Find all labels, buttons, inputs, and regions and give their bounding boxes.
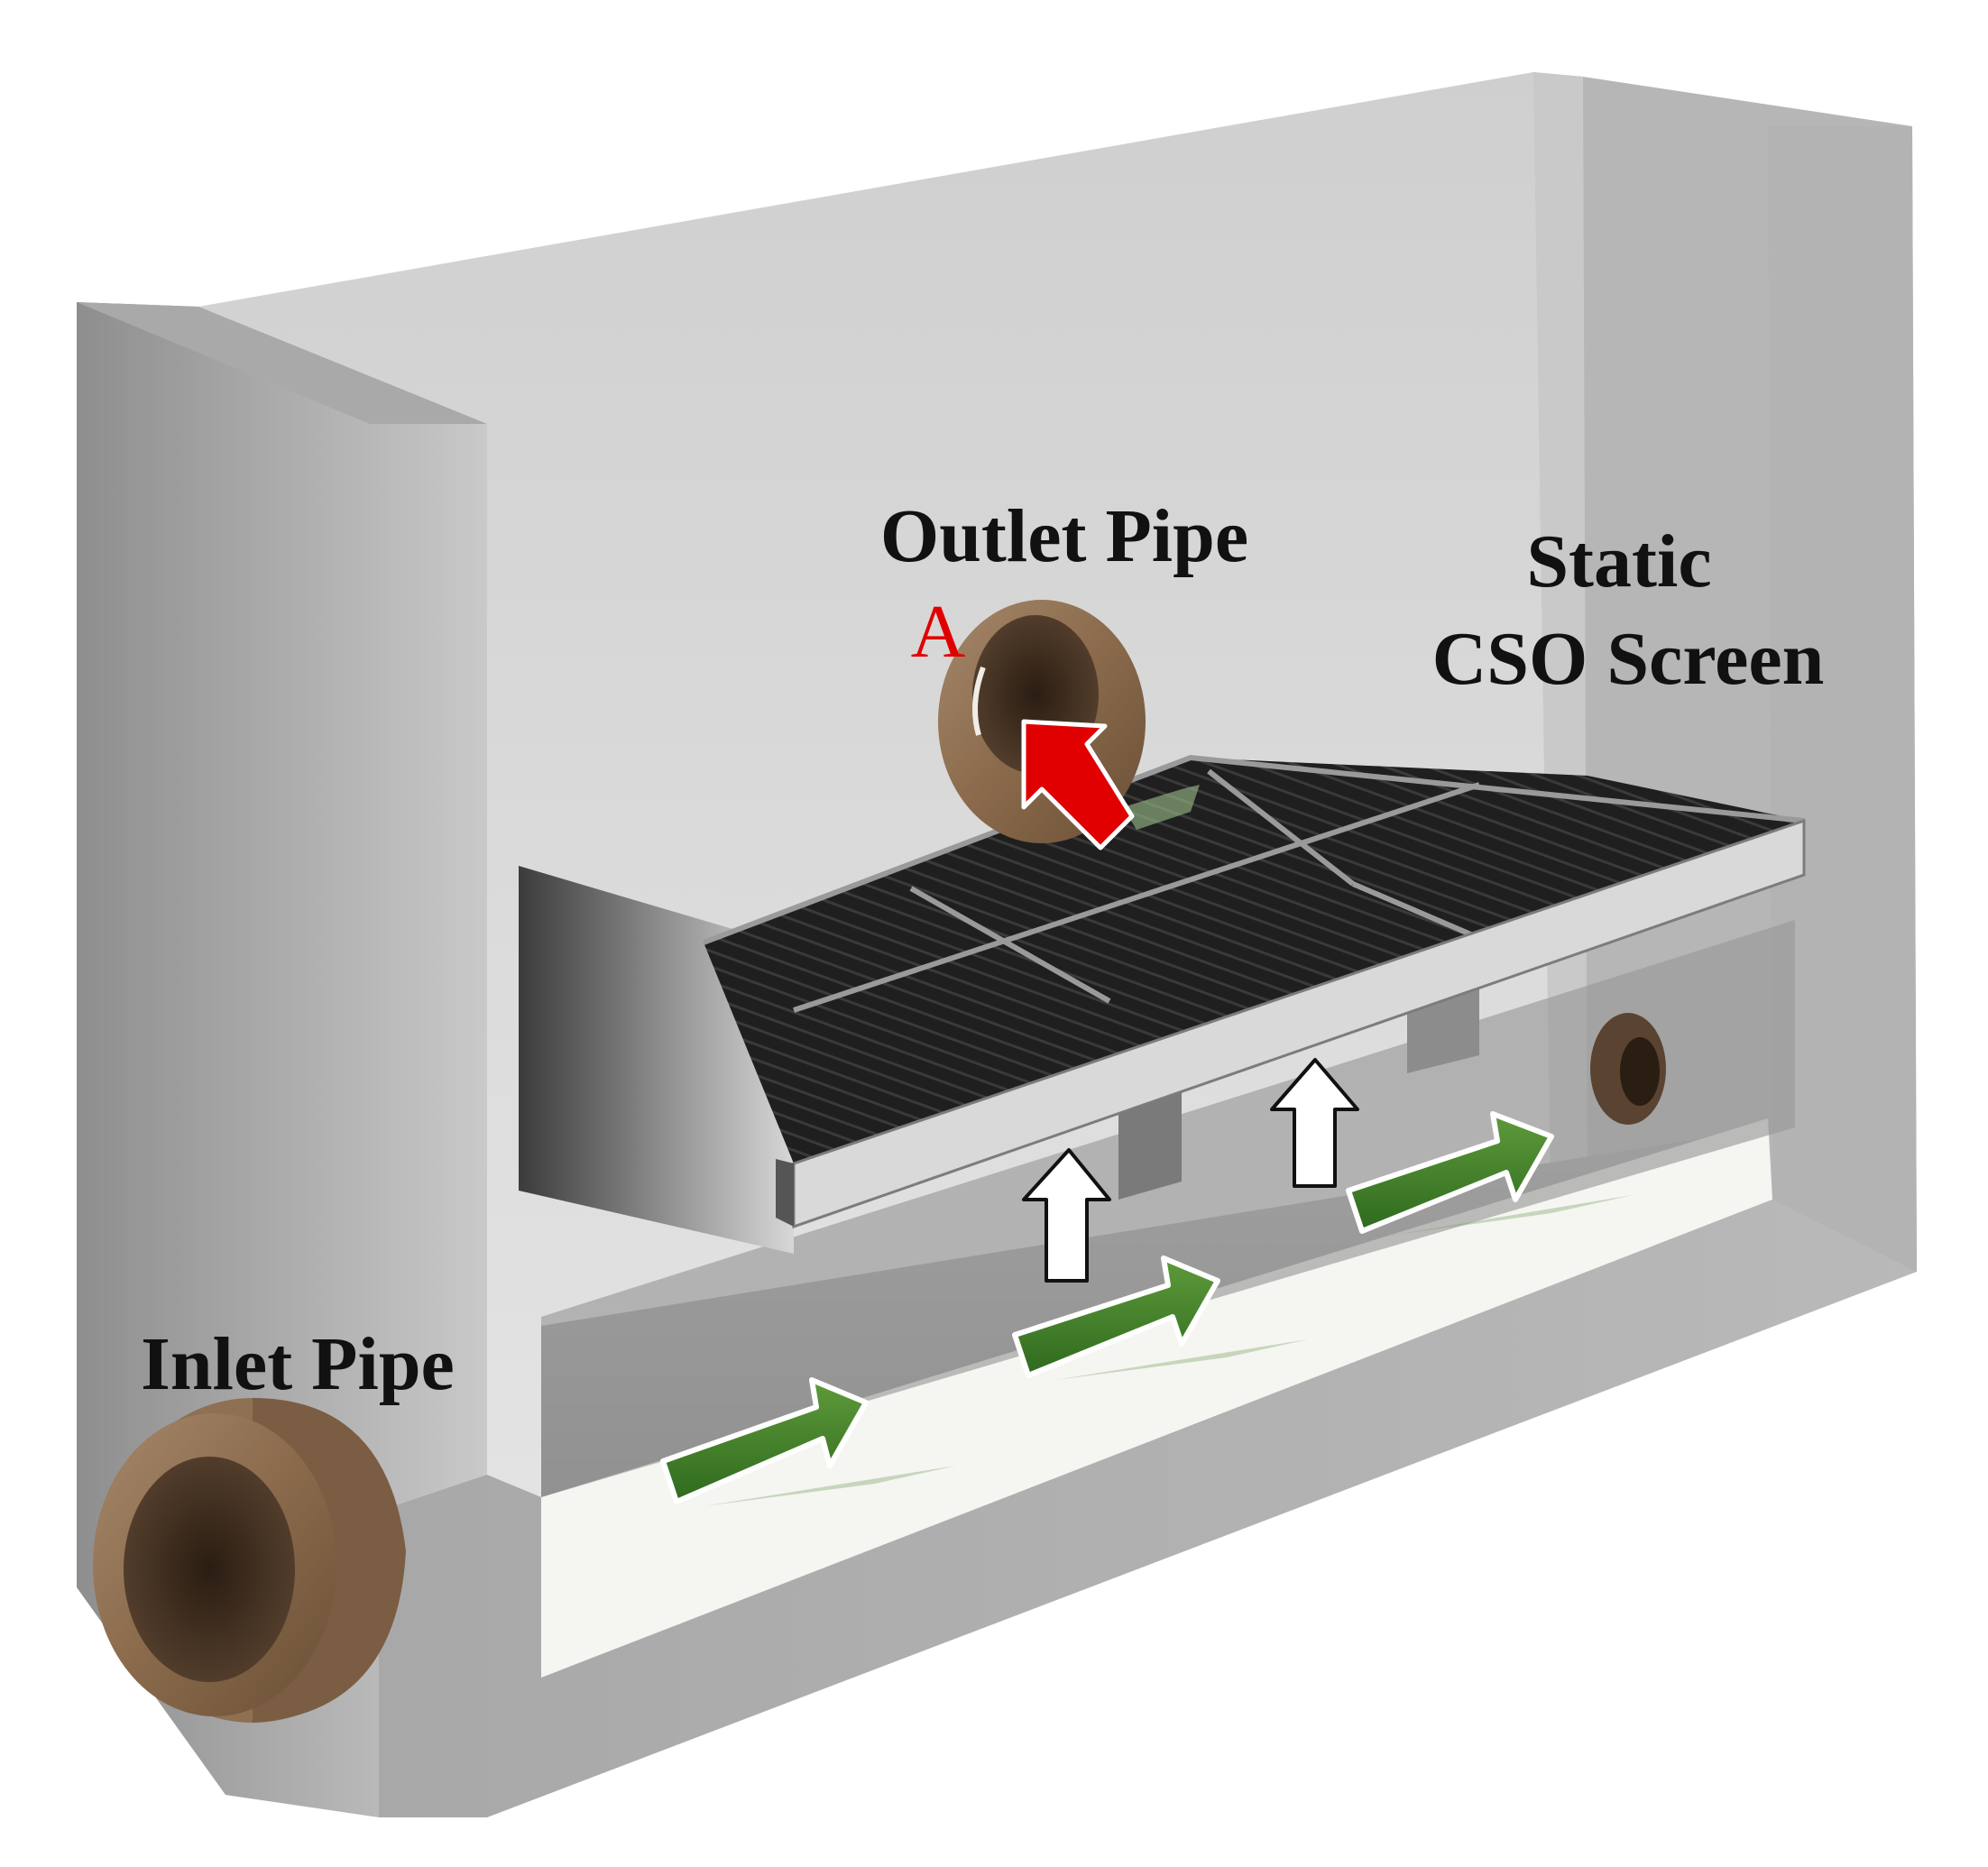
tank-right-rim: [1768, 126, 1917, 1272]
flow-arrow-2: [1012, 1255, 1308, 1380]
inlet-pipe-label: Inlet Pipe: [141, 1322, 455, 1406]
outlet-pipe-label: Outlet Pipe: [880, 494, 1248, 578]
up-arrow-2: [1270, 1058, 1359, 1188]
up-arrow-1: [1022, 1148, 1111, 1283]
lower-chamber: [541, 920, 1795, 1497]
flow-arrow-top: [1123, 785, 1200, 830]
static-screen-label-line2: CSO Screen: [1432, 617, 1825, 701]
tank-front-rim: [379, 1200, 1917, 1817]
screen-grid: [704, 758, 1804, 1163]
static-screen-label-line1: Static: [1526, 520, 1711, 603]
tank-left-wall-top: [77, 302, 487, 424]
inlet-pipe-icon: [93, 1398, 406, 1723]
point-a-marker: A: [911, 590, 966, 674]
outlet-flow-arrow: [1021, 719, 1135, 851]
rear-pipe-icon: [1590, 1013, 1666, 1125]
screen-front-rail-left: [776, 1159, 794, 1227]
screen-grid-frame: [702, 754, 1805, 1013]
tank-floor-white-strip: [541, 1118, 1772, 1678]
flow-arrow-1: [660, 1377, 956, 1506]
flow-arrow-3: [1346, 1111, 1633, 1236]
